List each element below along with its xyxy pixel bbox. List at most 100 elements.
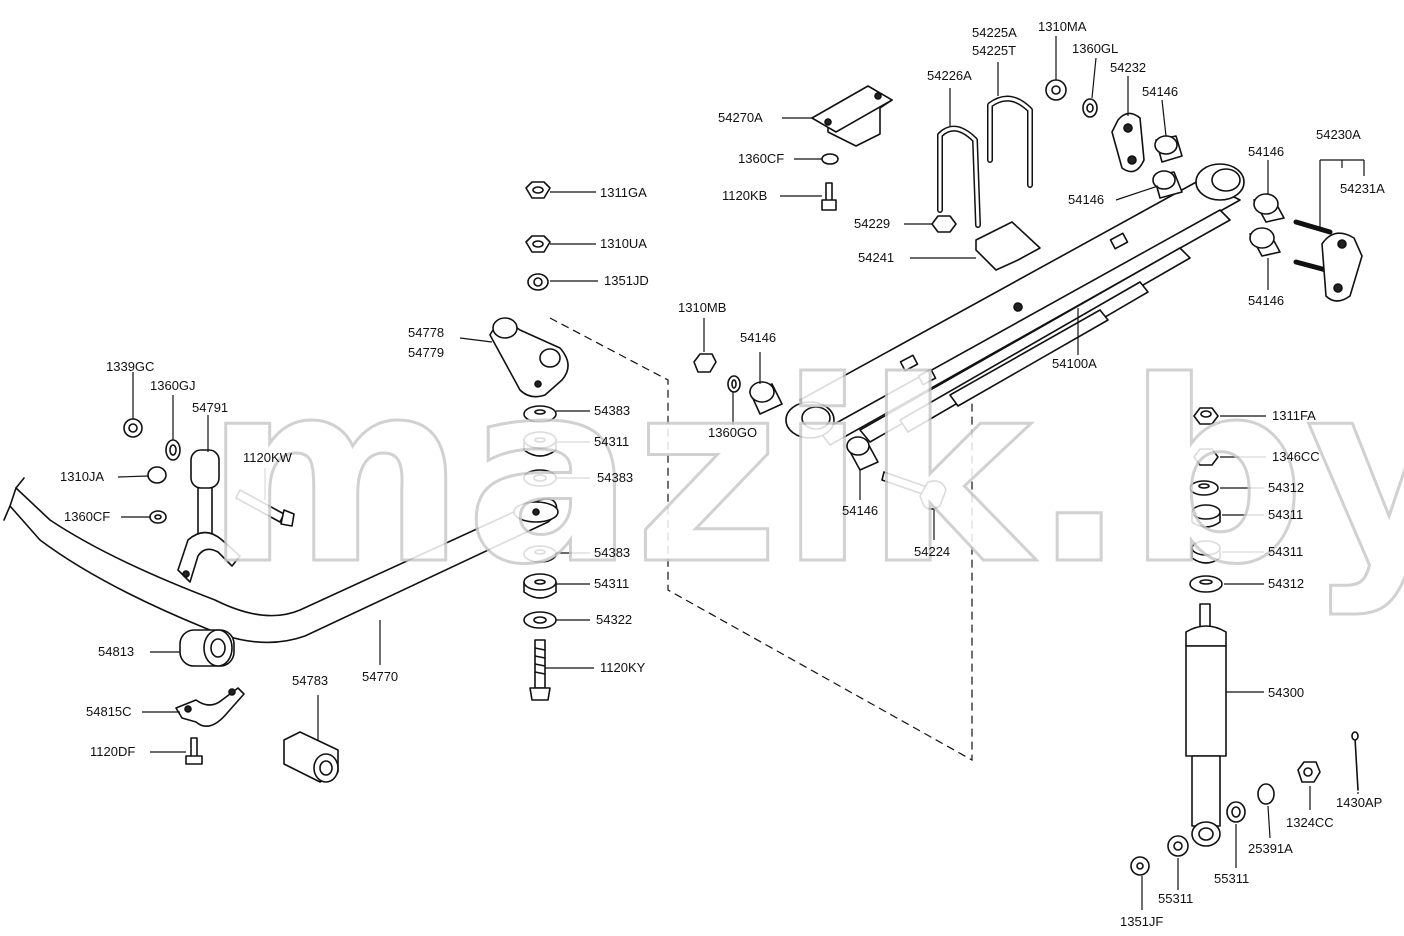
label-25391a: 25391A: [1248, 841, 1293, 856]
spring-seat-54241-shape: [975, 221, 1041, 271]
label-1310mb: 1310MB: [678, 300, 726, 315]
label-54311-a: 54311: [594, 434, 629, 449]
label-54270a: 54270A: [718, 110, 763, 125]
nut-1346cc-shape: [1193, 448, 1219, 466]
bushing-55311-b-shape: [1167, 835, 1189, 857]
bolt-1120ky-shape: [529, 639, 551, 701]
bushing-54311-c-shape: [1191, 504, 1221, 528]
label-1346cc: 1346CC: [1272, 449, 1320, 464]
label-54791: 54791: [192, 400, 228, 415]
bushing-54311-a-shape: [523, 431, 557, 457]
pin-54224-shape: [881, 471, 947, 510]
nut-1310ja-shape: [147, 466, 167, 484]
nut-1339gc-shape: [123, 418, 143, 438]
label-54100a: 54100A: [1052, 356, 1097, 371]
washer-1360go-shape: [727, 375, 741, 393]
cap-25391a-shape: [1257, 783, 1275, 805]
label-1360gj: 1360GJ: [150, 378, 196, 393]
bolt-1120kb-shape: [821, 182, 837, 211]
nut-1311ga-shape: [525, 181, 551, 199]
label-1360cf-top: 1360CF: [738, 151, 784, 166]
label-54225a: 54225A: [972, 25, 1017, 40]
label-54241: 54241: [858, 250, 894, 265]
label-54146-low: 54146: [842, 503, 878, 518]
shackle-54230a-shape: [1293, 219, 1363, 302]
stabilizer-link-bracket: [177, 449, 241, 583]
label-54232: 54232: [1110, 60, 1146, 75]
label-54300: 54300: [1268, 685, 1304, 700]
cotter-pin-1430ap-shape: [1351, 731, 1359, 791]
washer-54312-a-shape: [1189, 480, 1219, 496]
bushing-54146-top1-shape: [1154, 135, 1183, 163]
label-1120df: 1120DF: [90, 744, 135, 759]
nut-1310ua-shape: [525, 235, 551, 253]
label-54779: 54779: [408, 345, 444, 360]
clamp-54815c-shape: [175, 687, 245, 728]
washer-54383-a-shape: [523, 405, 557, 423]
bump-stop-54270a-shape: [811, 85, 893, 147]
nut-1310ma-shape: [1045, 79, 1067, 101]
washer-1351jf-shape: [1130, 856, 1150, 876]
bushing-54146-right1-shape: [1253, 193, 1285, 223]
label-54311-c: 54311: [1268, 507, 1303, 522]
label-54311-d: 54311: [1268, 544, 1303, 559]
label-54311-b: 54311: [594, 576, 629, 591]
leaf-spring-54100a-shape: [785, 163, 1245, 446]
label-1310ja: 1310JA: [60, 469, 104, 484]
label-54778: 54778: [408, 325, 444, 340]
u-bolt-54226a-shape: [937, 125, 981, 228]
washer-54312-b-shape: [1189, 575, 1223, 593]
stabilizer-bar: [3, 477, 559, 644]
label-54225t: 54225T: [972, 43, 1016, 58]
bolt-1120df-shape: [185, 737, 203, 765]
washer-1360gl-shape: [1082, 98, 1098, 118]
label-54224: 54224: [914, 544, 950, 559]
assembly-dashed-lines: [549, 317, 973, 762]
bushing-54146-mid-shape: [749, 381, 783, 415]
washer-1360cf-top-shape: [821, 153, 839, 165]
label-1311fa: 1311FA: [1272, 408, 1316, 423]
label-54146-mid: 54146: [740, 330, 776, 345]
bushing-54146-low-shape: [846, 436, 879, 471]
label-54226a: 54226A: [927, 68, 972, 83]
bushing-54311-d-shape: [1191, 540, 1221, 564]
label-54383-c: 54383: [594, 545, 630, 560]
label-54230a: 54230A: [1316, 127, 1361, 142]
label-1351jd: 1351JD: [604, 273, 649, 288]
washer-1360cf-left-shape: [149, 510, 167, 524]
shackle-plate-54232-shape: [1111, 112, 1145, 173]
label-54322: 54322: [596, 612, 632, 627]
label-54813: 54813: [98, 644, 134, 659]
washer-54383-b-shape: [523, 469, 557, 487]
label-1351jf: 1351JF: [1120, 914, 1163, 929]
label-54815c: 54815C: [86, 704, 132, 719]
label-1360cf-left: 1360CF: [64, 509, 110, 524]
washer-1351jd-shape: [527, 273, 549, 291]
washer-54383-c-shape: [523, 545, 557, 563]
label-1120kw: 1120KW: [243, 450, 293, 465]
nut-54229-shape: [931, 215, 957, 233]
label-1324cc: 1324CC: [1286, 815, 1334, 830]
label-1310ua: 1310UA: [600, 236, 647, 251]
label-1360go: 1360GO: [708, 425, 757, 440]
u-bolt-54225a-shape: [987, 95, 1033, 188]
shock-absorber-54300-shape: [1185, 603, 1227, 847]
bushing-54813-shape: [179, 629, 235, 667]
link-bracket-54778-shape: [489, 317, 569, 398]
label-54146-top1: 54146: [1142, 84, 1178, 99]
label-1120ky: 1120KY: [600, 660, 646, 675]
label-1339gc: 1339GC: [106, 359, 154, 374]
nut-1324cc-shape: [1297, 761, 1321, 783]
label-1310ma: 1310MA: [1038, 19, 1087, 34]
bushing-54146-right2-shape: [1249, 227, 1281, 257]
leader-lines: [117, 36, 1365, 910]
watermark-text: mazik.by: [205, 328, 1404, 619]
label-1430ap: 1430AP: [1336, 795, 1382, 810]
washer-54322-shape: [523, 611, 557, 629]
bushing-54311-b-shape: [523, 573, 557, 599]
label-54146-right2: 54146: [1248, 293, 1284, 308]
label-54383-a: 54383: [594, 403, 630, 418]
label-54146-right1: 54146: [1248, 144, 1284, 159]
bushing-54146-top2-shape: [1152, 170, 1183, 199]
